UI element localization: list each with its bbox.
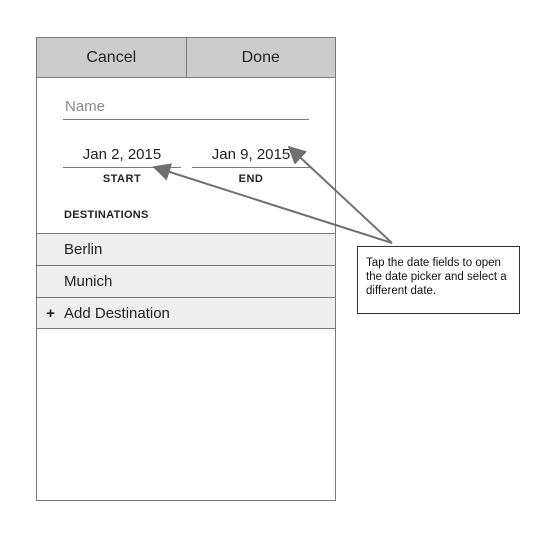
destinations-heading: DESTINATIONS <box>64 209 149 221</box>
destination-label: Berlin <box>64 241 103 258</box>
plus-icon: + <box>46 304 55 322</box>
cancel-button[interactable]: Cancel <box>37 38 187 77</box>
trip-editor-screen: Cancel Done Jan 2, 2015 Jan 9, 2015 STAR… <box>36 37 336 501</box>
name-input[interactable] <box>63 96 309 120</box>
destination-item-berlin[interactable]: Berlin <box>37 233 335 265</box>
end-date-label: END <box>238 173 264 185</box>
add-destination-label: Add Destination <box>64 304 170 322</box>
done-button[interactable]: Done <box>241 48 280 66</box>
toolbar: Cancel Done <box>37 38 335 78</box>
add-destination-button[interactable]: + Add Destination <box>37 297 335 329</box>
destination-label: Munich <box>64 273 113 290</box>
start-date-label: START <box>102 173 142 185</box>
destinations-list: Berlin Munich + Add Destination <box>37 233 335 329</box>
annotation-callout: Tap the date fields to open the date pic… <box>357 246 520 314</box>
end-date-field[interactable]: Jan 9, 2015 <box>192 142 310 168</box>
destination-item-munich[interactable]: Munich <box>37 265 335 297</box>
start-date-field[interactable]: Jan 2, 2015 <box>63 142 181 168</box>
